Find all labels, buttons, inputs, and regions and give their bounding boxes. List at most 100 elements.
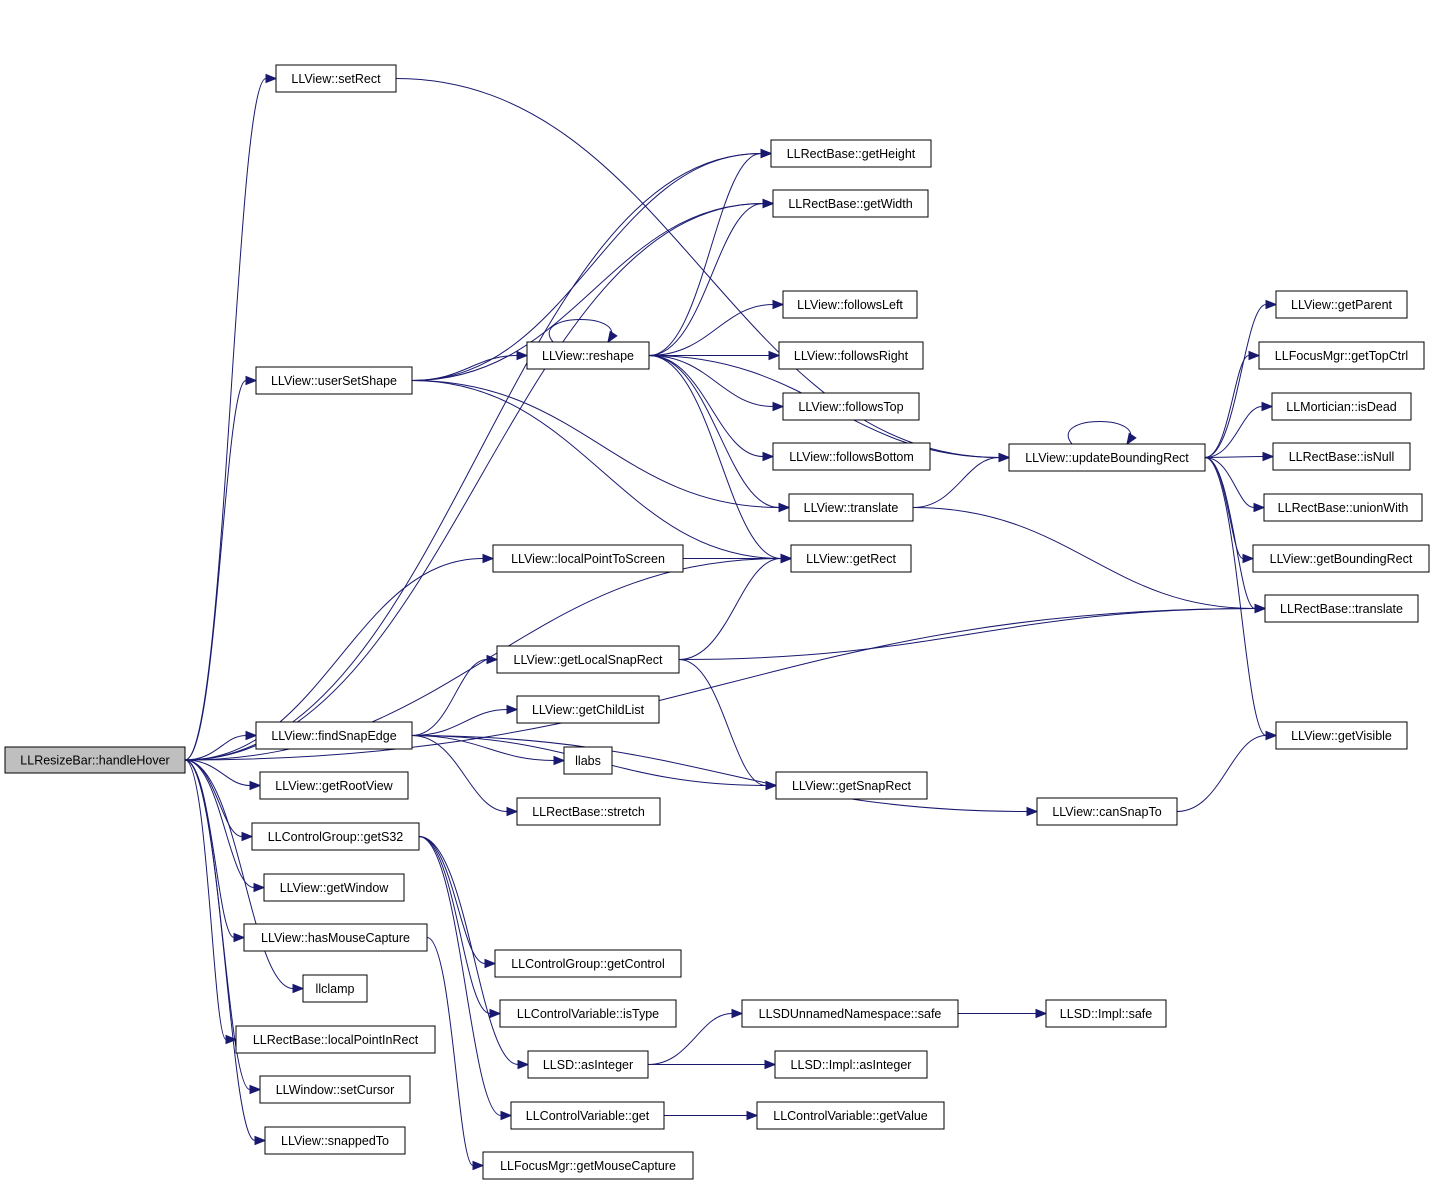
node-box [510,1101,665,1130]
call-edge [184,759,305,994]
call-edge [411,654,499,736]
function-node[interactable]: LLRectBase::isNull [1272,442,1411,471]
node-label: LLControlVariable::isType [517,1007,659,1021]
call-edge [1204,451,1275,462]
function-node[interactable]: LLView::getChildList [516,695,660,724]
node-box [775,771,928,800]
node-label: LLView::getSnapRect [792,779,912,793]
function-node[interactable]: LLView::getSnapRect [775,771,928,800]
function-node[interactable]: LLRectBase::getWidth [772,189,929,218]
node-box [251,822,420,851]
node-box [259,1075,411,1104]
function-node[interactable]: LLView::setRect [275,64,397,93]
function-node[interactable]: LLFocusMgr::getMouseCapture [482,1151,694,1180]
function-nodes: LLResizeBar::handleHover LLView::setRectL… [4,64,1430,1180]
call-edge [678,603,1267,660]
call-edge [418,836,502,1019]
call-edge [418,836,530,1070]
function-node[interactable]: LLRectBase::stretch [516,797,661,826]
function-node[interactable]: LLMortician::isDead [1271,392,1412,421]
call-edge [647,1008,744,1065]
node-box [243,923,428,952]
function-node[interactable]: LLSD::Impl::asInteger [774,1050,928,1079]
call-edge [649,350,781,361]
node-box [496,645,680,674]
function-node[interactable]: LLView::snappedTo [264,1126,406,1155]
function-node[interactable]: LLRectBase::getHeight [770,139,932,168]
node-box [1258,341,1425,370]
node-label: LLView::snappedTo [281,1134,389,1148]
function-node[interactable]: LLControlGroup::getControl [494,949,682,978]
function-node[interactable]: LLRectBase::unionWith [1263,493,1423,522]
function-node[interactable]: LLFocusMgr::getTopCtrl [1258,341,1425,370]
node-box [1272,442,1411,471]
function-node[interactable]: LLView::updateBoundingRect [1008,443,1206,472]
function-node[interactable]: LLView::getBoundingRect [1252,544,1430,573]
function-node[interactable]: LLView::canSnapTo [1036,797,1178,826]
node-label: llabs [575,754,601,768]
node-box [1008,443,1206,472]
call-edge [184,148,773,761]
node-box [1264,594,1419,623]
function-node[interactable]: LLView::getRootView [259,771,409,800]
node-label: LLSDUnnamedNamespace::safe [759,1007,942,1021]
node-box [741,999,959,1028]
function-node[interactable]: LLWindow::setCursor [259,1075,411,1104]
function-node[interactable]: LLView::userSetShape [255,366,413,395]
call-edge [648,299,785,356]
call-edge [184,759,254,842]
function-node[interactable]: LLControlGroup::getS32 [251,822,420,851]
function-node[interactable]: LLSD::Impl::safe [1045,999,1167,1028]
call-edge [1204,457,1267,614]
function-node[interactable]: LLView::findSnapEdge [255,721,413,750]
function-node[interactable]: LLView::getVisible [1275,721,1408,750]
function-node[interactable]: llabs [563,746,613,775]
function-node[interactable]: LLView::followsBottom [772,442,931,471]
node-box [774,1050,928,1079]
call-edge [1204,299,1278,458]
function-node[interactable]: LLView::followsLeft [782,290,918,319]
node-box [526,341,650,370]
node-label: LLFocusMgr::getMouseCapture [500,1159,676,1173]
node-label: LLSD::Impl::safe [1060,1007,1152,1021]
node-box [1263,493,1423,522]
function-node[interactable]: LLControlVariable::isType [499,999,677,1028]
function-node[interactable]: LLView::reshape [526,341,650,370]
function-node[interactable]: LLView::getWindow [263,873,405,902]
node-box [527,1050,649,1079]
function-node[interactable]: LLControlVariable::getValue [756,1101,945,1130]
node-box [492,544,684,573]
node-box [263,873,405,902]
function-node[interactable]: LLSD::asInteger [527,1050,649,1079]
call-edge [648,355,775,462]
node-label: LLView::getVisible [1291,729,1392,743]
root-function-node[interactable]: LLResizeBar::handleHover [4,746,186,774]
call-edge [647,1059,777,1070]
call-edge [648,355,793,564]
function-node[interactable]: LLView::getParent [1275,290,1408,319]
node-label: LLView::findSnapEdge [271,729,396,743]
function-node[interactable]: LLView::translate [788,493,914,522]
function-node[interactable]: LLRectBase::translate [1264,594,1419,623]
node-label: LLControlGroup::getControl [511,957,665,971]
node-label: LLWindow::setCursor [276,1083,395,1097]
node-label: LLView::userSetShape [271,374,397,388]
call-edge [184,730,258,761]
node-box [516,695,660,724]
function-node[interactable]: LLView::followsRight [778,341,924,370]
function-node[interactable]: LLView::getRect [790,544,912,573]
function-node[interactable]: LLControlVariable::get [510,1101,665,1130]
node-label: LLView::canSnapTo [1052,805,1161,819]
node-label: LLView::reshape [542,349,634,363]
node-label: LLView::getBoundingRect [1270,552,1413,566]
function-node[interactable]: llclamp [302,974,368,1003]
function-node[interactable]: LLView::localPointToScreen [492,544,684,573]
function-node[interactable]: LLSDUnnamedNamespace::safe [741,999,959,1028]
call-edge [184,553,495,761]
function-node[interactable]: LLView::getLocalSnapRect [496,645,680,674]
node-box [1252,544,1430,573]
call-edge [411,704,519,736]
function-node[interactable]: LLRectBase::localPointInRect [235,1025,436,1054]
function-node[interactable]: LLView::followsTop [782,392,920,421]
function-node[interactable]: LLView::hasMouseCapture [243,923,428,952]
